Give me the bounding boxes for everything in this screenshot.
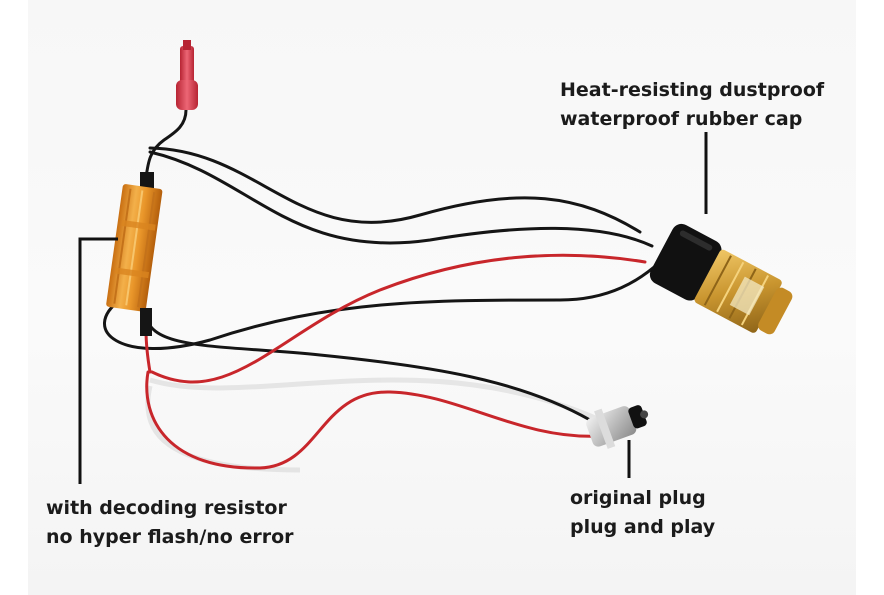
black-wire-upper-1: [148, 146, 642, 234]
caption-plug-line2: plug and play: [570, 516, 716, 538]
caption-original-plug: original plug plug and play: [570, 484, 715, 542]
black-wire-lower: [144, 313, 592, 422]
caption-resistor-line1: with decoding resistor: [46, 497, 287, 519]
red-wire-resistor-tail: [144, 328, 152, 374]
caption-resistor-line2: no hyper flash/no error: [46, 526, 294, 548]
rubber-cap-led-bulb: [649, 223, 793, 335]
red-wire-to-cap: [150, 253, 647, 384]
black-wire-upper-2: [148, 150, 654, 248]
spade-connector: [176, 40, 198, 110]
black-wires: [103, 108, 662, 422]
pointer-line-resistor: [78, 237, 118, 484]
black-wire-loop: [103, 260, 662, 350]
caption-rubber-cap-line1: Heat-resisting dustproof: [560, 79, 825, 101]
caption-rubber-cap: Heat-resisting dustproof waterproof rubb…: [560, 76, 824, 134]
caption-plug-line1: original plug: [570, 487, 706, 509]
original-plug: [586, 405, 649, 449]
red-wires: [144, 253, 647, 470]
caption-decoding-resistor: with decoding resistor no hyper flash/no…: [46, 494, 294, 552]
red-wire-to-plug: [145, 370, 602, 470]
caption-rubber-cap-line2: waterproof rubber cap: [560, 108, 803, 130]
black-wire-spade: [144, 108, 188, 180]
pointer-lines: [78, 132, 708, 484]
decoding-resistor: [106, 172, 163, 336]
